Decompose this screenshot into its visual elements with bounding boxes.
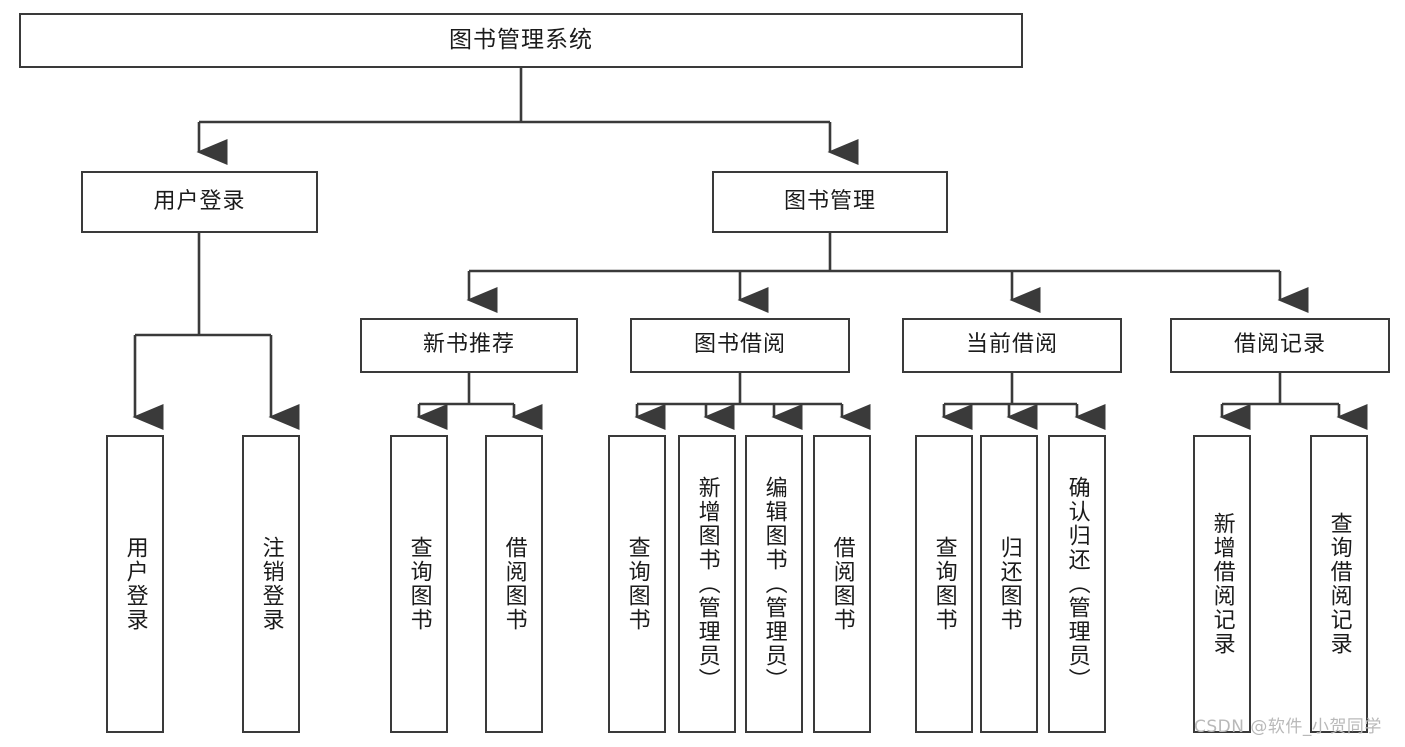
csdn-watermark: CSDN @软件_小贺同学	[1194, 717, 1382, 737]
node-label: 图书管理系统	[449, 26, 593, 53]
node-label: 查询图书	[624, 536, 650, 632]
node-borrow-records[interactable]: 借阅记录	[1170, 318, 1390, 373]
node-label: 图书借阅	[693, 332, 786, 358]
node-label: 当前借阅	[965, 332, 1058, 358]
node-label: 新增图书（管理员）	[694, 476, 720, 692]
leaf-add-borrow-record[interactable]: 新增借阅记录	[1193, 435, 1251, 733]
leaf-borrow-book-rec[interactable]: 借阅图书	[485, 435, 543, 733]
node-book-management[interactable]: 图书管理	[712, 171, 948, 233]
leaf-return-book[interactable]: 归还图书	[980, 435, 1038, 733]
leaf-query-book-borrow[interactable]: 查询图书	[608, 435, 666, 733]
leaf-query-borrow-record[interactable]: 查询借阅记录	[1310, 435, 1368, 733]
node-label: 借阅记录	[1233, 332, 1326, 358]
node-label: 确认归还（管理员）	[1064, 476, 1090, 692]
leaf-add-book-admin[interactable]: 新增图书（管理员）	[678, 435, 736, 733]
node-book-borrowing[interactable]: 图书借阅	[630, 318, 850, 373]
node-label: 查询图书	[406, 536, 432, 632]
leaf-logout[interactable]: 注销登录	[242, 435, 300, 733]
leaf-edit-book-admin[interactable]: 编辑图书（管理员）	[745, 435, 803, 733]
node-label: 用户登录	[153, 188, 246, 214]
node-user-login[interactable]: 用户登录	[81, 171, 318, 233]
leaf-confirm-return-admin[interactable]: 确认归还（管理员）	[1048, 435, 1106, 733]
node-label: 借阅图书	[829, 536, 855, 632]
node-label: 用户登录	[122, 536, 148, 632]
node-label: 注销登录	[258, 536, 284, 632]
node-label: 查询图书	[931, 536, 957, 632]
leaf-query-book-current[interactable]: 查询图书	[915, 435, 973, 733]
node-label: 编辑图书（管理员）	[761, 476, 787, 692]
node-label: 归还图书	[996, 536, 1022, 632]
node-root-system[interactable]: 图书管理系统	[19, 13, 1023, 68]
node-label: 借阅图书	[501, 536, 527, 632]
node-label: 新书推荐	[422, 332, 515, 358]
leaf-borrow-book[interactable]: 借阅图书	[813, 435, 871, 733]
leaf-query-book-rec[interactable]: 查询图书	[390, 435, 448, 733]
node-new-book-recommendation[interactable]: 新书推荐	[360, 318, 578, 373]
leaf-user-login[interactable]: 用户登录	[106, 435, 164, 733]
node-label: 图书管理	[783, 188, 876, 214]
node-label: 查询借阅记录	[1326, 512, 1352, 656]
node-current-borrowing[interactable]: 当前借阅	[902, 318, 1122, 373]
node-label: 新增借阅记录	[1209, 512, 1235, 656]
